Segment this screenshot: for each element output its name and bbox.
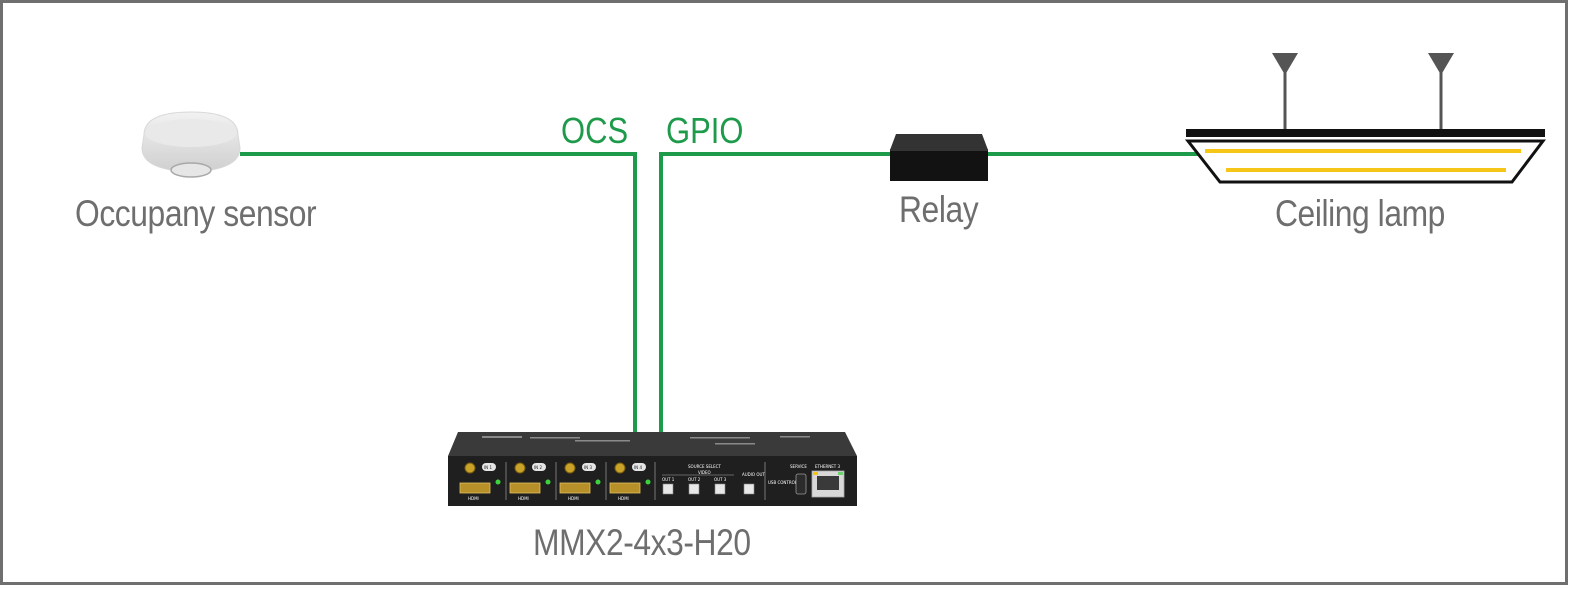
connector-icon: [514, 462, 526, 474]
output-button: [662, 483, 674, 495]
device-input-2: IN 2 HDMI: [509, 462, 551, 501]
connector-icon: [564, 462, 576, 474]
hdmi-port-icon: [609, 482, 641, 494]
hdmi-port-icon: [509, 482, 541, 494]
video-label: VIDEO: [698, 470, 711, 475]
ocs-label: OCS: [561, 110, 629, 151]
gpio-label: GPIO: [666, 110, 744, 151]
hdmi-port-icon: [459, 482, 491, 494]
hdmi-label: HDMI: [618, 496, 629, 501]
source-select-label: SOURCE SELECT: [688, 464, 721, 469]
usb-port-icon: [795, 473, 807, 495]
occupancy-sensor-icon: [141, 111, 241, 178]
device-inputs: IN 1 HDMI IN 2 HDMI IN 3 HDMI IN 4 HDMI: [459, 462, 651, 501]
connector-icon: [464, 462, 476, 474]
gpio-wire: [659, 152, 892, 432]
input-label: IN 3: [584, 465, 592, 470]
relay-box-icon: [890, 134, 988, 181]
hdmi-label: HDMI: [518, 496, 529, 501]
relay-label: Relay: [899, 189, 979, 230]
input-label: IN 2: [534, 465, 542, 470]
output-label: OUT 3: [714, 477, 727, 482]
wires: [240, 152, 1200, 432]
output-button: [688, 483, 700, 495]
matrix-switcher-icon: IN 1 HDMI IN 2 HDMI IN 3 HDMI IN 4 HDMI SOURCE …: [448, 432, 857, 506]
ceiling-lamp-icon: [1184, 53, 1547, 184]
lamp-label: Ceiling lamp: [1275, 193, 1445, 234]
output-button: [714, 483, 726, 495]
audio-out-label: AUDIO OUT: [742, 472, 765, 477]
device-label: MMX2-4x3-H20: [533, 522, 751, 563]
audio-out-button: [743, 483, 755, 495]
status-led-icon: [595, 479, 601, 485]
device-input-1: IN 1 HDMI: [459, 462, 501, 501]
device-input-4: IN 4 HDMI: [609, 462, 651, 501]
output-label: OUT 1: [662, 477, 675, 482]
hdmi-label: HDMI: [468, 496, 479, 501]
device-output-2: OUT 2: [688, 477, 701, 495]
output-label: OUT 2: [688, 477, 701, 482]
device-output-1: OUT 1: [662, 477, 675, 495]
device-input-3: IN 3 HDMI: [559, 462, 601, 501]
status-led-icon: [645, 479, 651, 485]
input-label: IN 4: [634, 465, 642, 470]
connector-icon: [614, 462, 626, 474]
ocs-wire: [240, 152, 637, 432]
sensor-label: Occupany sensor: [75, 193, 317, 234]
status-led-icon: [545, 479, 551, 485]
input-label: IN 1: [484, 465, 492, 470]
usb-control-label: USB CONTROL: [768, 480, 798, 485]
hdmi-port-icon: [559, 482, 591, 494]
diagram-frame: [0, 0, 1568, 585]
device-output-3: OUT 3: [714, 477, 727, 495]
device-outputs: OUT 1 OUT 2 OUT 3: [662, 477, 727, 495]
status-led-icon: [495, 479, 501, 485]
service-label: SERVICE: [790, 464, 807, 469]
hdmi-label: HDMI: [568, 496, 579, 501]
ethernet-label: ETHERNET 3: [815, 464, 841, 469]
